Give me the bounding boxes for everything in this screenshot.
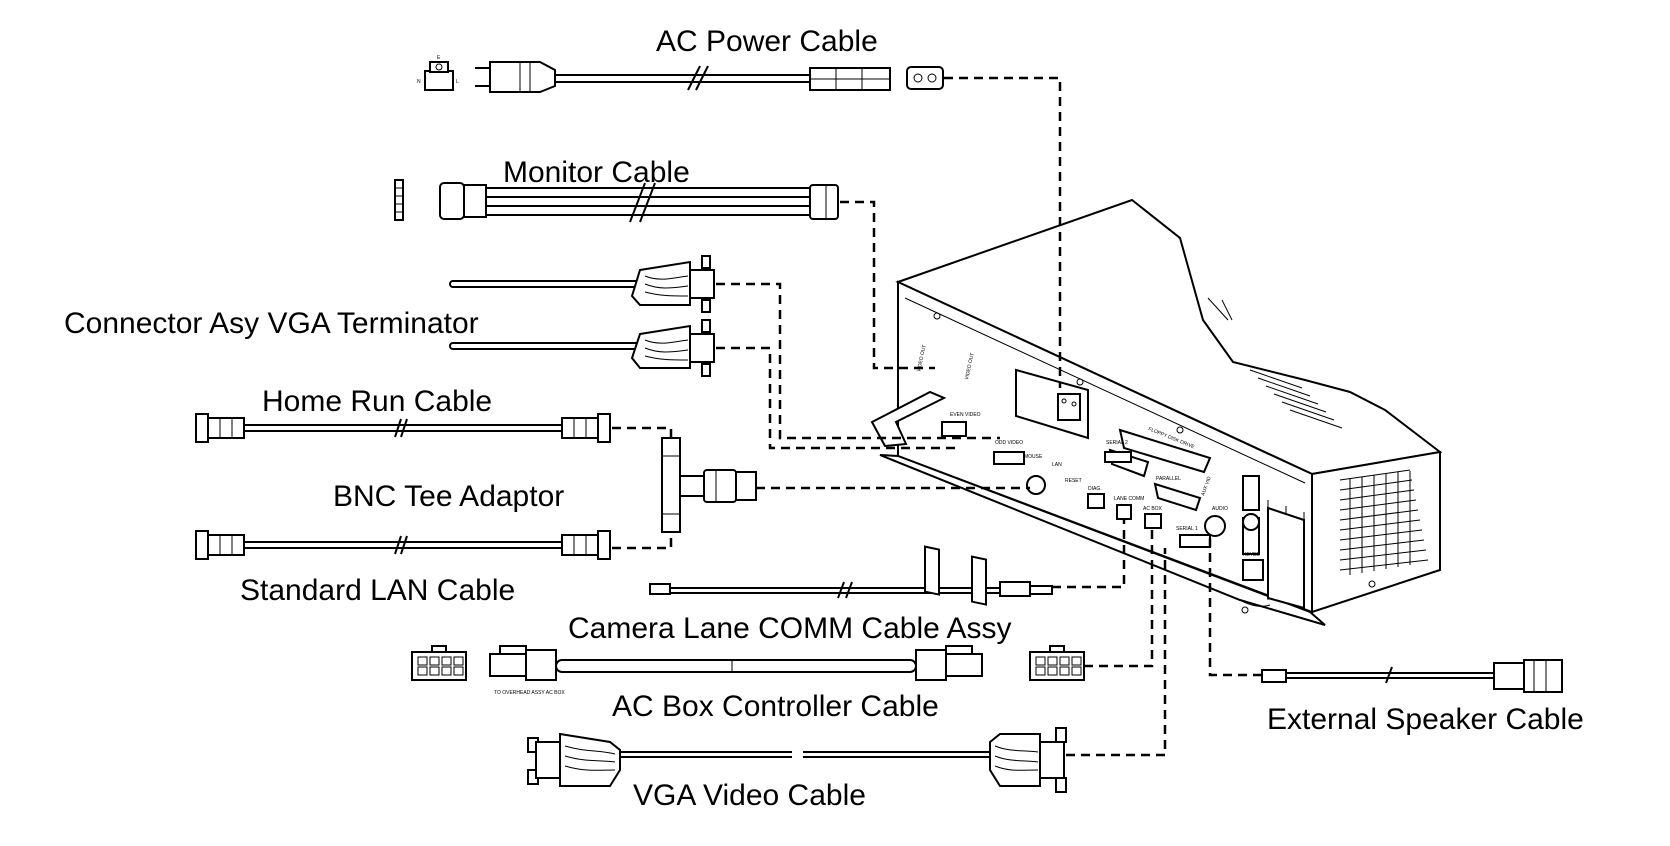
molex-socket-right-icon — [1029, 645, 1085, 681]
standard-lan-cable — [195, 530, 611, 560]
label-home-run-cable: Home Run Cable — [262, 385, 492, 418]
panel-label-ac-box: AC BOX — [1143, 506, 1163, 512]
video-out-slot-1 — [924, 545, 940, 596]
even-video-port — [941, 421, 967, 437]
panel-label-diag: DIAG. — [1088, 486, 1102, 492]
label-connector-vga-terminator: Connector Asy VGA Terminator — [64, 307, 479, 340]
label-bnc-tee-adaptor: BNC Tee Adaptor — [333, 480, 564, 513]
odd-video-port — [993, 451, 1025, 465]
panel-label-parallel: PARALLEL — [1156, 476, 1181, 482]
label-external-speaker-cable: External Speaker Cable — [1267, 703, 1584, 736]
label-monitor-cable: Monitor Cable — [503, 156, 690, 189]
camera-lane-comm-cable — [649, 581, 1053, 599]
home-run-cable — [195, 413, 611, 443]
ac-plug-icon — [475, 61, 556, 93]
label-vga-video-cable: VGA Video Cable — [633, 779, 866, 812]
panel-label-mouse: MOUSE — [1024, 454, 1043, 460]
side-vent-grille — [1339, 469, 1429, 575]
molex-socket-left-icon — [411, 645, 467, 681]
label-ac-box-controller-cable: AC Box Controller Cable — [612, 690, 939, 723]
power-inlet — [1015, 368, 1089, 440]
panel-label-lane-comm: LANE COMM — [1114, 496, 1144, 502]
connection-leaders — [612, 76, 1262, 757]
panel-label-video-out-2: VIDEO OUT — [964, 352, 976, 380]
serial-1-port — [1179, 534, 1211, 548]
label-camera-lane-comm-cable: Camera Lane COMM Cable Assy — [568, 612, 1012, 645]
vga-terminator-top — [449, 255, 715, 313]
diag-port — [1087, 493, 1105, 509]
lane-comm-port — [1116, 504, 1132, 520]
ac-box-port — [1144, 513, 1162, 529]
panel-label-keybd: KEYBD — [1243, 552, 1260, 558]
keybd-port — [1242, 559, 1264, 581]
ac-power-cable: E N L — [417, 55, 944, 93]
iec-connector-face-icon — [906, 66, 944, 90]
external-speaker-cable — [1261, 659, 1563, 693]
plug-label-line: L — [456, 79, 459, 85]
plug-label-neutral: N — [417, 79, 421, 85]
lan-bnc-port — [1026, 475, 1046, 495]
plug-label-earth: E — [437, 55, 441, 61]
ac-box-controller-cable: TO OVERHEAD ASSY AC BOX — [411, 645, 1085, 696]
computer-chassis: VIDEO OUT VIDEO OUT EVEN VIDEO ODD VIDEO… — [870, 198, 1443, 626]
panel-label-serial-1: SERIAL 1 — [1176, 526, 1198, 532]
plug-label-to-overhead: TO OVERHEAD ASSY AC BOX — [494, 690, 565, 696]
vga-video-cable — [527, 727, 1067, 793]
label-ac-power-cable: AC Power Cable — [656, 25, 878, 58]
vga-terminator-bottom — [449, 319, 715, 377]
panel-label-reset: RESET — [1065, 478, 1082, 484]
ac-plug-face-icon: E N L — [417, 55, 459, 91]
ribbon-connector-icon — [394, 179, 404, 221]
panel-label-audio: AUDIO — [1212, 506, 1228, 512]
panel-label-even-video: EVEN VIDEO — [950, 412, 981, 418]
panel-label-serial-2: SERIAL 2 — [1106, 440, 1128, 446]
panel-label-odd-video: ODD VIDEO — [995, 440, 1023, 446]
video-out-slot-2 — [971, 555, 987, 606]
serial-2-port — [1104, 451, 1132, 463]
bnc-tee-adaptor — [661, 437, 757, 533]
aux-vid-port — [1204, 515, 1226, 537]
monitor-cable — [394, 179, 839, 223]
panel-label-video-out: VIDEO OUT — [916, 344, 928, 372]
panel-label-lan: LAN — [1052, 462, 1062, 468]
audio-port — [1242, 513, 1260, 531]
label-standard-lan-cable: Standard LAN Cable — [240, 574, 515, 607]
